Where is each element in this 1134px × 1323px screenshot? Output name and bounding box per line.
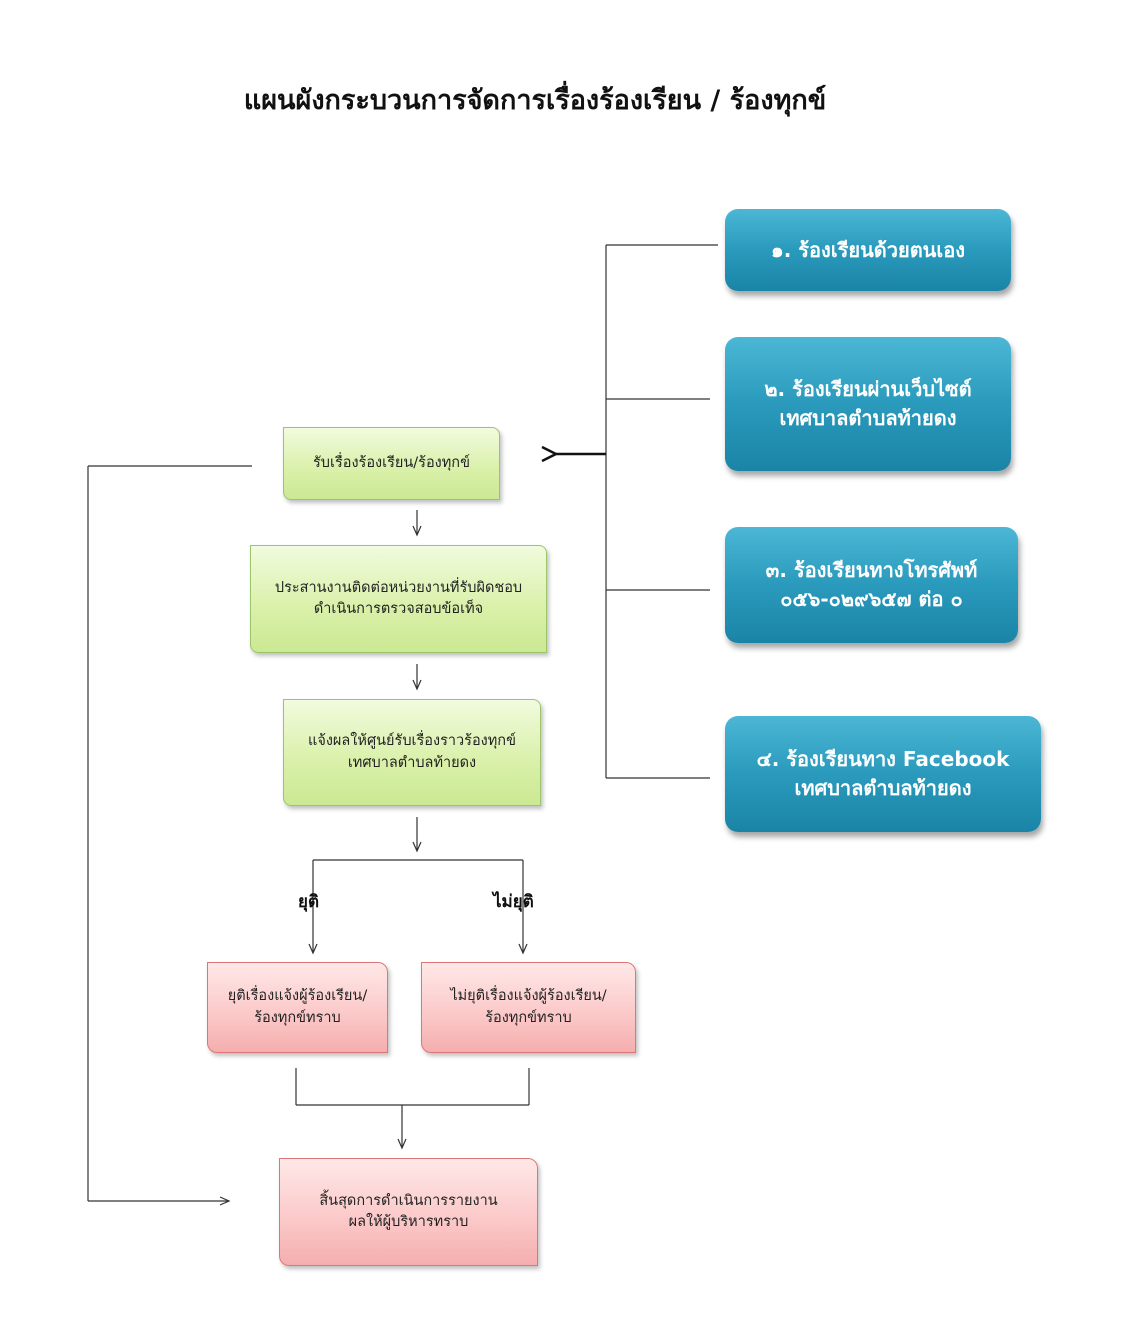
channel-3-label-line1: ๓. ร้องเรียนทางโทรศัพท์	[765, 558, 978, 582]
resolved-outcome-box: ยุติเรื่องแจ้งผู้ร้องเรียน/ ร้องทุกข์ทรา…	[207, 962, 388, 1053]
unresolved-outcome-label-line1: ไม่ยุติเรื่องแจ้งผู้ร้องเรียน/	[450, 988, 607, 1005]
unresolved-branch-label: ไม่ยุติ	[493, 892, 534, 912]
channel-4-label-line2: เทศบาลตำบลท้ายดง	[794, 776, 972, 800]
end-report-label-line1: สิ้นสุดการดำเนินการรายงาน	[319, 1192, 498, 1209]
channel-2-box: ๒. ร้องเรียนผ่านเว็บไซต์ เทศบาลตำบลท้ายด…	[725, 337, 1011, 471]
end-report-label-line2: ผลให้ผู้บริหารทราบ	[348, 1214, 469, 1230]
channel-1-box: ๑. ร้องเรียนด้วยตนเอง	[725, 209, 1011, 291]
channel-3-label-line2: ๐๕๖-๐๒๙๖๕๗ ต่อ ๐	[780, 587, 963, 611]
channel-4-label-line1: ๔. ร้องเรียนทาง Facebook	[756, 747, 1010, 771]
coordinate-label-line2: ดำเนินการตรวจสอบข้อเท็จ	[313, 601, 484, 617]
page-title: แผนผังกระบวนการจัดการเรื่องร้องเรียน / ร…	[243, 85, 827, 116]
end-report-box: สิ้นสุดการดำเนินการรายงาน ผลให้ผู้บริหาร…	[279, 1158, 538, 1266]
notify-result-box: แจ้งผลให้ศูนย์รับเรื่องราวร้องทุกข์ เทศบ…	[283, 699, 541, 806]
resolved-branch-label: ยุติ	[298, 892, 320, 912]
notify-result-label-line1: แจ้งผลให้ศูนย์รับเรื่องราวร้องทุกข์	[308, 733, 516, 750]
notify-result-label-line2: เทศบาลตำบลท้ายดง	[347, 754, 477, 771]
channel-1-label: ๑. ร้องเรียนด้วยตนเอง	[771, 237, 965, 262]
resolved-outcome-label-line1: ยุติเรื่องแจ้งผู้ร้องเรียน/	[227, 988, 368, 1005]
unresolved-outcome-label-line2: ร้องทุกข์ทราบ	[485, 1009, 572, 1026]
channel-2-label-line1: ๒. ร้องเรียนผ่านเว็บไซต์	[764, 377, 972, 401]
unresolved-outcome-box: ไม่ยุติเรื่องแจ้งผู้ร้องเรียน/ ร้องทุกข์…	[421, 962, 636, 1053]
receive-complaint-box: รับเรื่องร้องเรียน/ร้องทุกข์	[283, 427, 500, 500]
channel-2-label-line2: เทศบาลตำบลท้ายดง	[779, 406, 957, 430]
resolved-outcome-label-line2: ร้องทุกข์ทราบ	[254, 1009, 341, 1026]
channel-4-box: ๔. ร้องเรียนทาง Facebook เทศบาลตำบลท้ายด…	[725, 716, 1041, 832]
coordinate-box: ประสานงานติดต่อหน่วยงานที่รับผิดชอบ ดำเน…	[250, 545, 547, 653]
receive-complaint-label: รับเรื่องร้องเรียน/ร้องทุกข์	[313, 454, 470, 471]
channel-3-box: ๓. ร้องเรียนทางโทรศัพท์ ๐๕๖-๐๒๙๖๕๗ ต่อ ๐	[725, 527, 1018, 643]
coordinate-label-line1: ประสานงานติดต่อหน่วยงานที่รับผิดชอบ	[274, 579, 523, 596]
